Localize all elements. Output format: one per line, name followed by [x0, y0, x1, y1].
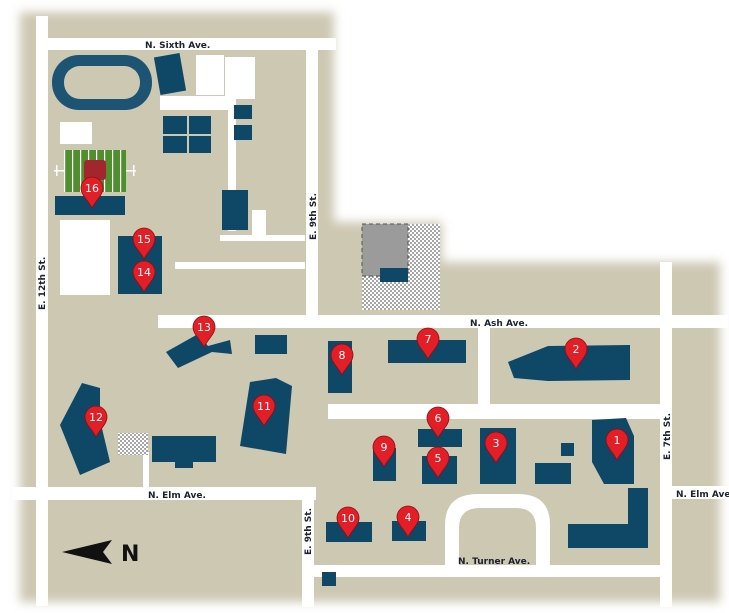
map-marker-label: 5: [435, 452, 442, 465]
label-twelfth-st: E. 12th St.: [38, 257, 48, 310]
map-marker-label: 7: [425, 333, 432, 346]
label-turner-ave: N. Turner Ave.: [458, 557, 530, 567]
map-marker-16[interactable]: 16: [80, 176, 104, 209]
map-pin-icon: [192, 315, 216, 348]
open-lots: [60, 55, 266, 295]
map-pin-icon: [426, 446, 450, 479]
field-logo-icon: [84, 160, 106, 180]
label-sixth-ave: N. Sixth Ave.: [145, 41, 210, 51]
street-sixth-ave: [36, 38, 336, 50]
map-pin-icon: [330, 343, 354, 376]
turner-loop: [445, 494, 550, 566]
map-pin-icon: [426, 406, 450, 439]
map-pin-icon: [605, 428, 629, 461]
map-marker-label: 8: [339, 349, 346, 362]
building-13: [166, 334, 232, 368]
street-ash-link: [478, 328, 490, 404]
street-seventh-st: [660, 262, 672, 607]
map-marker-4[interactable]: 4: [396, 505, 420, 538]
map-marker-label: 13: [197, 321, 211, 334]
campus-buildings: [55, 53, 648, 586]
map-pin-icon: [252, 394, 276, 427]
map-pin-icon: [416, 327, 440, 360]
map-pin-icon: [484, 431, 508, 464]
building-6: [418, 429, 462, 447]
street-turner-ave: [312, 565, 662, 577]
map-marker-2[interactable]: 2: [564, 337, 588, 370]
building-2: [508, 345, 630, 381]
map-pin-icon: [132, 227, 156, 260]
map-marker-11[interactable]: 11: [252, 394, 276, 427]
map-marker-1[interactable]: 1: [605, 428, 629, 461]
map-marker-label: 9: [381, 441, 388, 454]
street-ninth-st-south: [302, 490, 314, 607]
map-marker-label: 1: [614, 434, 621, 447]
label-ninth-st-north: E. 9th St.: [309, 193, 319, 240]
map-pin-icon: [336, 506, 360, 539]
map-marker-label: 2: [573, 343, 580, 356]
construction-area: [118, 223, 440, 455]
map-marker-label: 6: [435, 412, 442, 425]
street-north-drive: [175, 262, 305, 269]
street-west-lane: [143, 452, 149, 490]
north-arrow-icon: [62, 540, 112, 564]
map-marker-label: 12: [89, 411, 103, 424]
map-marker-14[interactable]: 14: [132, 260, 156, 293]
north-arrow: N: [62, 540, 139, 567]
street-elm-ave: [12, 487, 316, 500]
map-marker-7[interactable]: 7: [416, 327, 440, 360]
map-marker-8[interactable]: 8: [330, 343, 354, 376]
map-pin-icon: [396, 505, 420, 538]
map-marker-13[interactable]: 13: [192, 315, 216, 348]
map-pin-icon: [132, 260, 156, 293]
building-southeast: [568, 488, 648, 548]
street-network: [12, 16, 729, 607]
map-marker-9[interactable]: 9: [372, 435, 396, 468]
map-marker-label: 14: [137, 266, 151, 279]
street-ash-ave: [158, 315, 728, 328]
street-ninth-st-north: [306, 40, 318, 320]
map-pin-icon: [564, 337, 588, 370]
street-elm-ave-east: [668, 486, 729, 499]
street-twelfth-st: [36, 16, 48, 606]
map-marker-6[interactable]: 6: [426, 406, 450, 439]
label-seventh-st: E. 7th St.: [663, 413, 673, 460]
map-marker-15[interactable]: 15: [132, 227, 156, 260]
map-pin-icon: [372, 435, 396, 468]
map-marker-10[interactable]: 10: [336, 506, 360, 539]
running-track: [52, 55, 152, 110]
map-marker-label: 10: [341, 512, 355, 525]
map-marker-5[interactable]: 5: [426, 446, 450, 479]
map-marker-label: 15: [137, 233, 151, 246]
label-ninth-st-south: E. 9th St.: [304, 508, 314, 555]
map-marker-3[interactable]: 3: [484, 431, 508, 464]
north-arrow-label: N: [121, 542, 139, 567]
label-ash-ave: N. Ash Ave.: [470, 319, 528, 329]
street-labels: N. Sixth Ave. E. 9th St. E. 12th St. N. …: [38, 41, 729, 567]
street-inner-drive: [328, 404, 660, 419]
label-elm-ave-east: N. Elm Ave.: [676, 490, 729, 500]
map-marker-label: 11: [257, 400, 271, 413]
map-marker-label: 3: [493, 437, 500, 450]
building-16: [55, 196, 125, 215]
map-pin-icon: [80, 176, 104, 209]
map-marker-label: 4: [405, 511, 412, 524]
map-pin-icon: [84, 405, 108, 438]
label-elm-ave-west: N. Elm Ave.: [148, 491, 206, 501]
map-marker-12[interactable]: 12: [84, 405, 108, 438]
map-marker-label: 16: [85, 182, 99, 195]
building-west: [152, 436, 216, 462]
